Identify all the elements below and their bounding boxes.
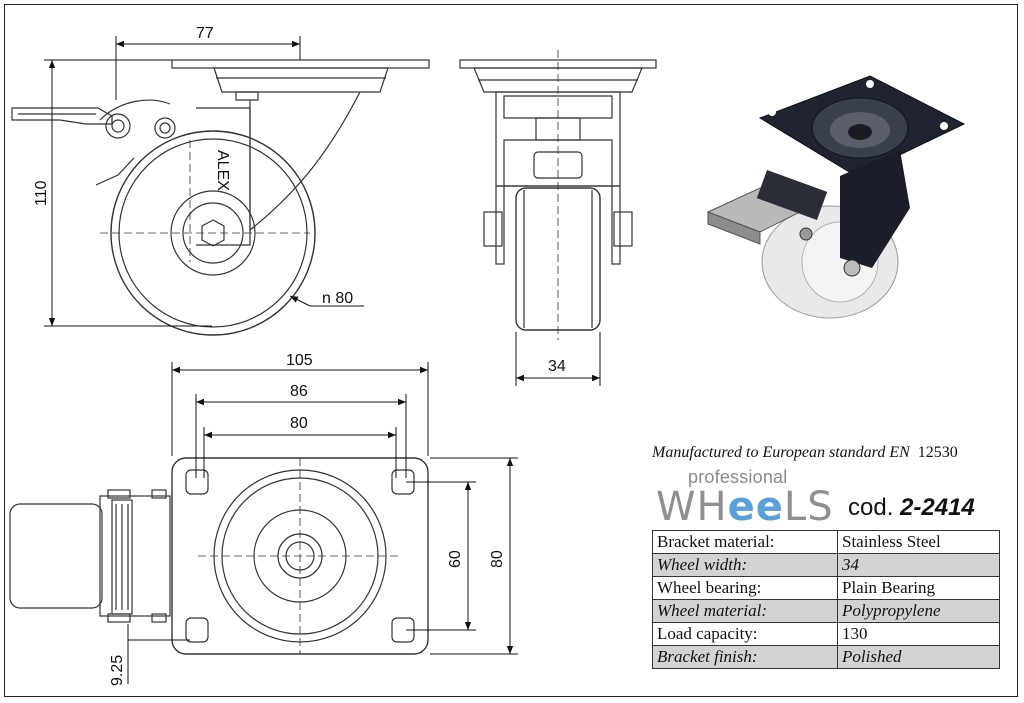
spec-value: Polypropylene xyxy=(837,599,1000,623)
specs-table: Bracket material:Stainless Steel Wheel w… xyxy=(652,530,1000,669)
dim-wheel-width: 34 xyxy=(548,358,566,375)
brand-logo: WHeeLS xyxy=(656,484,834,530)
brand-tagline: professional xyxy=(688,467,788,487)
code-value: 2-2414 xyxy=(900,494,975,521)
dim-plate-length: 105 xyxy=(286,352,313,369)
code-label: cod. xyxy=(848,494,894,521)
spec-value: 34 xyxy=(837,553,1000,577)
spec-label: Bracket finish: xyxy=(652,645,838,669)
standard-text: Manufactured to European standard EN xyxy=(652,444,910,461)
spec-value: Plain Bearing xyxy=(837,576,1000,600)
spec-value: Polished xyxy=(837,645,1000,669)
spec-row: Bracket finish:Polished xyxy=(652,645,1000,669)
product-code: cod. 2-2414 xyxy=(848,494,975,522)
top-view xyxy=(9,457,429,655)
spec-row: Bracket material:Stainless Steel xyxy=(652,530,1000,554)
dim-hole-diameter: 9.25 xyxy=(109,655,126,686)
dim-plate-width-outer: 80 xyxy=(489,550,506,568)
spec-label: Wheel bearing: xyxy=(652,576,838,600)
standard-number: 12530 xyxy=(917,444,958,461)
drawing-frame xyxy=(4,4,1018,697)
dim-hole-spacing-inner: 80 xyxy=(290,415,308,432)
caster-3d-render xyxy=(706,75,966,319)
spec-row: Wheel bearing:Plain Bearing xyxy=(652,576,1000,600)
spec-value: 130 xyxy=(837,622,1000,646)
dim-wheel-diameter: n 80 xyxy=(322,290,353,307)
side-dimensions xyxy=(44,36,364,327)
spec-row: Load capacity:130 xyxy=(652,622,1000,646)
dim-height: 110 xyxy=(33,180,50,206)
bracket-mark: ALEX xyxy=(214,150,231,191)
top-dimensions xyxy=(127,362,518,684)
brand-post: LS xyxy=(783,484,834,530)
brand-pre: WH xyxy=(656,484,728,530)
spec-label: Bracket material: xyxy=(652,530,838,554)
spec-label: Load capacity: xyxy=(652,622,838,646)
dim-top-offset: 77 xyxy=(196,25,214,42)
front-dimensions xyxy=(515,332,601,386)
brand-ee: ee xyxy=(727,484,784,530)
spec-value: Stainless Steel xyxy=(837,530,1000,554)
spec-row: Wheel material:Polypropylene xyxy=(652,599,1000,623)
dim-hole-spacing-outer: 86 xyxy=(290,383,308,400)
spec-label: Wheel material: xyxy=(652,599,838,623)
side-view xyxy=(11,59,430,336)
spec-label: Wheel width: xyxy=(652,553,838,577)
standard-note: Manufactured to European standard EN 1253… xyxy=(652,444,958,462)
front-view xyxy=(459,50,657,340)
dim-plate-width-inner: 60 xyxy=(447,550,464,568)
spec-row: Wheel width:34 xyxy=(652,553,1000,577)
